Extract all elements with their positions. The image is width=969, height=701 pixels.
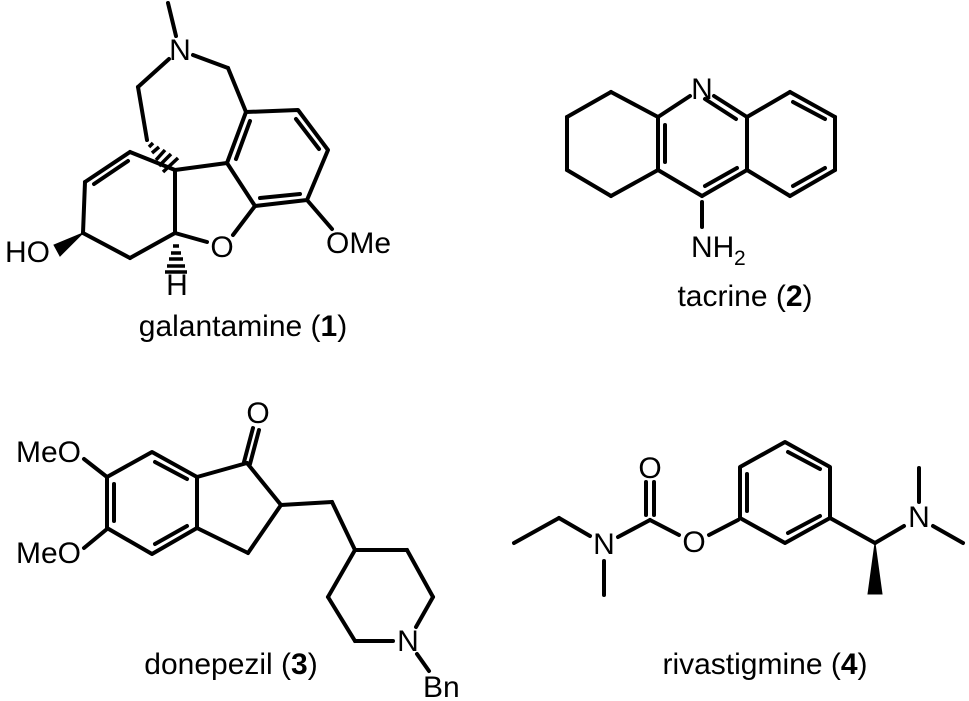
- caption-name: galantamine (: [138, 310, 321, 343]
- atom-label-meo-top: MeO: [16, 436, 81, 469]
- atom-label-o-carbonyl: O: [638, 452, 661, 485]
- atom-label-nh: NH: [691, 231, 734, 264]
- atom-label-o: O: [246, 397, 269, 430]
- molecule-caption-rivastigmine: rivastigmine (4): [662, 648, 867, 682]
- caption-close: ): [307, 648, 318, 681]
- atom-label-n-amine: N: [908, 501, 930, 534]
- atom-label-n: N: [169, 34, 191, 67]
- galantamine-oh-wedge: [53, 232, 84, 257]
- caption-close: ): [802, 280, 813, 313]
- caption-name: tacrine (: [677, 280, 786, 313]
- caption-number: 3: [291, 648, 308, 681]
- molecule-caption-tacrine: tacrine (2): [677, 280, 812, 314]
- caption-number: 2: [785, 280, 803, 313]
- tacrine-bonds: [565, 90, 837, 229]
- rivastigmine-methyl-wedge: [867, 542, 883, 595]
- atom-label-ome: OMe: [326, 227, 391, 260]
- atom-label-n-carbamate: N: [593, 528, 615, 561]
- caption-name: donepezil (: [144, 648, 292, 681]
- atom-label-meo-bottom: MeO: [16, 537, 81, 570]
- rivastigmine-structure: N O O N: [512, 440, 965, 597]
- atom-label-n: N: [691, 73, 713, 106]
- molecule-caption-donepezil: donepezil (3): [144, 648, 317, 682]
- rivastigmine-bonds: [512, 440, 965, 597]
- molecule-caption-galantamine: galantamine (1): [139, 310, 347, 344]
- caption-number: 4: [840, 648, 858, 681]
- galantamine-structure: N HO O H OMe: [5, 1, 391, 302]
- atom-label-nh-subscript: 2: [734, 247, 746, 270]
- atom-label-h: H: [166, 269, 188, 302]
- atom-label-o-ester: O: [682, 526, 705, 559]
- donepezil-structure: MeO MeO O N Bn: [16, 397, 460, 701]
- caption-close: ): [857, 648, 868, 681]
- caption-number: 1: [320, 310, 338, 343]
- atom-label-bn: Bn: [423, 671, 460, 701]
- galantamine-hashed-wedge: [147, 141, 180, 174]
- caption-name: rivastigmine (: [662, 648, 841, 681]
- galantamine-bonds: [81, 1, 334, 260]
- caption-close: ): [337, 310, 348, 343]
- atom-label-n: N: [397, 625, 419, 658]
- atom-label-o: O: [210, 231, 233, 264]
- donepezil-bonds: [82, 426, 435, 673]
- tacrine-structure: N NH 2: [565, 73, 837, 270]
- atom-label-ho: HO: [5, 236, 50, 269]
- galantamine-h-hashed-wedge: [165, 244, 187, 274]
